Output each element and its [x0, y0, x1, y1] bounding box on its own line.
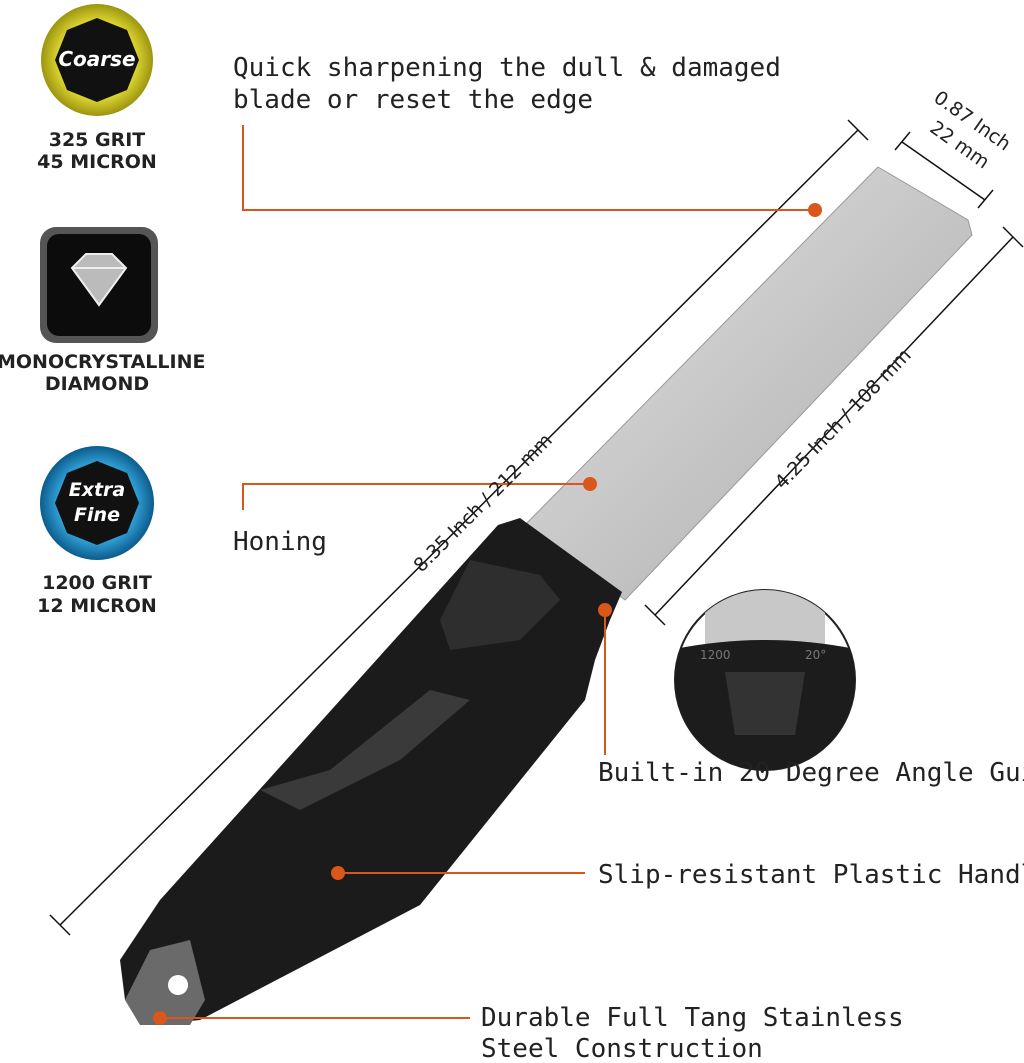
- extra-fine-label: Extra Fine: [47, 478, 147, 528]
- callout-dots: [153, 203, 822, 1025]
- angle-guide-callout: Built-in 20 Degree Angle Guide: [598, 758, 1024, 788]
- extra-fine-grit: 1200 GRIT: [42, 572, 152, 594]
- sharpener-blade: [524, 166, 973, 601]
- tang-callout-line1: Durable Full Tang Stainless: [481, 1003, 904, 1033]
- handle-callout: Slip-resistant Plastic Handle: [598, 860, 1024, 890]
- diamond-line2: DIAMOND: [44, 373, 150, 395]
- extra-fine-line2: Fine: [74, 504, 120, 526]
- coarse-micron: 45 MICRON: [37, 151, 157, 173]
- extra-fine-line1: Extra: [68, 479, 126, 501]
- dimension-lines: [49, 119, 1024, 936]
- coarse-callout-line1: Quick sharpening the dull & damaged: [233, 53, 781, 83]
- sharpener-handle: [120, 518, 622, 1025]
- honing-callout: Honing: [233, 527, 327, 557]
- extra-fine-micron: 12 MICRON: [37, 595, 157, 617]
- tang-callout-line2: Steel Construction: [481, 1034, 763, 1063]
- callout-lines: [160, 125, 815, 1019]
- diamond-icon: [40, 227, 158, 343]
- inset-grit-mark: 1200: [700, 648, 731, 662]
- angle-guide-inset: [674, 589, 856, 771]
- diamond-line1: MONOCRYSTALLINE: [0, 351, 206, 373]
- coarse-badge: [41, 4, 153, 116]
- coarse-callout-line2: blade or reset the edge: [233, 85, 594, 115]
- coarse-grit: 325 GRIT: [48, 129, 146, 151]
- inset-angle-mark: 20°: [805, 648, 827, 662]
- extra-fine-badge: [40, 446, 154, 560]
- coarse-label: Coarse: [58, 47, 136, 71]
